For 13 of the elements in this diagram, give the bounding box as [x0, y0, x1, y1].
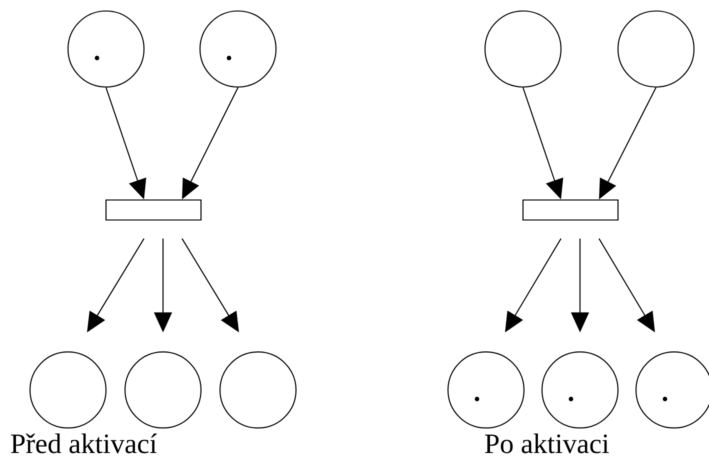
place-circle: [219, 351, 297, 429]
place-circle: [124, 351, 202, 429]
place-circle: [29, 351, 107, 429]
place-circle: [617, 10, 695, 88]
place-circle: [541, 351, 619, 429]
caption: Po aktivaci: [485, 434, 609, 454]
transition-bar: [522, 199, 619, 221]
caption: Před aktivací: [11, 434, 157, 454]
place-circle: [447, 351, 525, 429]
place-circle: [199, 10, 277, 88]
place-circle: [67, 10, 145, 88]
place-circle: [484, 10, 562, 88]
transition-bar: [105, 199, 202, 221]
